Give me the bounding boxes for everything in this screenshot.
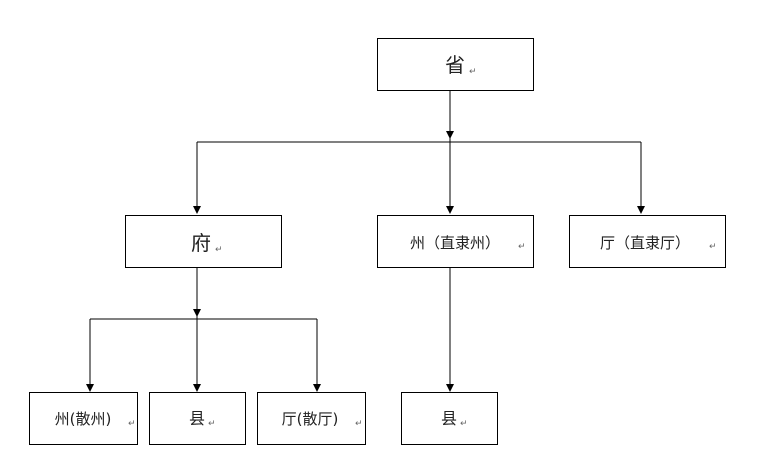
- node-independent-ting: 厅（直隶厅） ↵: [569, 215, 726, 268]
- arrowhead-to-county-under-prefecture: [193, 384, 201, 392]
- arrowhead-to-county-under-zhou: [446, 384, 454, 392]
- node-prefecture-label: 府: [191, 231, 211, 255]
- node-county-under-zhou-box: [401, 392, 498, 445]
- node-dependent-ting: 厅(散厅) ↵: [257, 392, 366, 445]
- paragraph-mark: ↵: [208, 419, 216, 429]
- arrowhead-to-independent-zhou: [446, 206, 454, 214]
- arrowhead-prefecture-trunk: [193, 309, 201, 317]
- arrowhead-to-prefecture: [193, 206, 201, 214]
- node-province-box: [377, 38, 534, 91]
- paragraph-mark: ↵: [355, 419, 363, 429]
- arrowhead-to-dependent-zhou: [86, 384, 94, 392]
- arrowhead-to-independent-ting: [637, 206, 645, 214]
- paragraph-mark: ↵: [215, 245, 223, 255]
- node-independent-zhou-box: [377, 215, 534, 268]
- node-prefecture-box: [125, 215, 282, 268]
- node-county-under-prefecture-box: [149, 392, 246, 445]
- node-county-under-prefecture-label: 县: [189, 409, 205, 428]
- paragraph-mark: ↵: [460, 419, 468, 429]
- node-independent-zhou: 州（直隶州） ↵: [377, 215, 534, 268]
- node-province-label: 省: [445, 53, 465, 77]
- node-dependent-zhou-label: 州(散州): [55, 410, 112, 428]
- paragraph-mark: ↵: [709, 242, 717, 252]
- paragraph-mark: ↵: [128, 419, 136, 429]
- node-independent-ting-box: [569, 215, 726, 268]
- node-county-under-zhou-label: 县: [441, 409, 457, 428]
- node-dependent-ting-label: 厅(散厅): [282, 410, 339, 428]
- node-county-under-prefecture: 县 ↵: [149, 392, 246, 445]
- connectors: [86, 90, 645, 392]
- node-county-under-zhou: 县 ↵: [401, 392, 498, 445]
- node-independent-zhou-label: 州（直隶州）: [410, 234, 500, 252]
- paragraph-mark: ↵: [518, 242, 526, 252]
- paragraph-mark: ↵: [469, 67, 477, 77]
- node-dependent-zhou: 州(散州) ↵: [29, 392, 138, 445]
- arrowhead-to-dependent-ting: [313, 384, 321, 392]
- node-dependent-zhou-box: [29, 392, 138, 445]
- node-dependent-ting-box: [257, 392, 366, 445]
- node-province: 省 ↵: [377, 38, 534, 91]
- arrowhead-to-province-node: [446, 131, 454, 139]
- node-independent-ting-label: 厅（直隶厅）: [600, 234, 690, 252]
- node-prefecture: 府 ↵: [125, 215, 282, 268]
